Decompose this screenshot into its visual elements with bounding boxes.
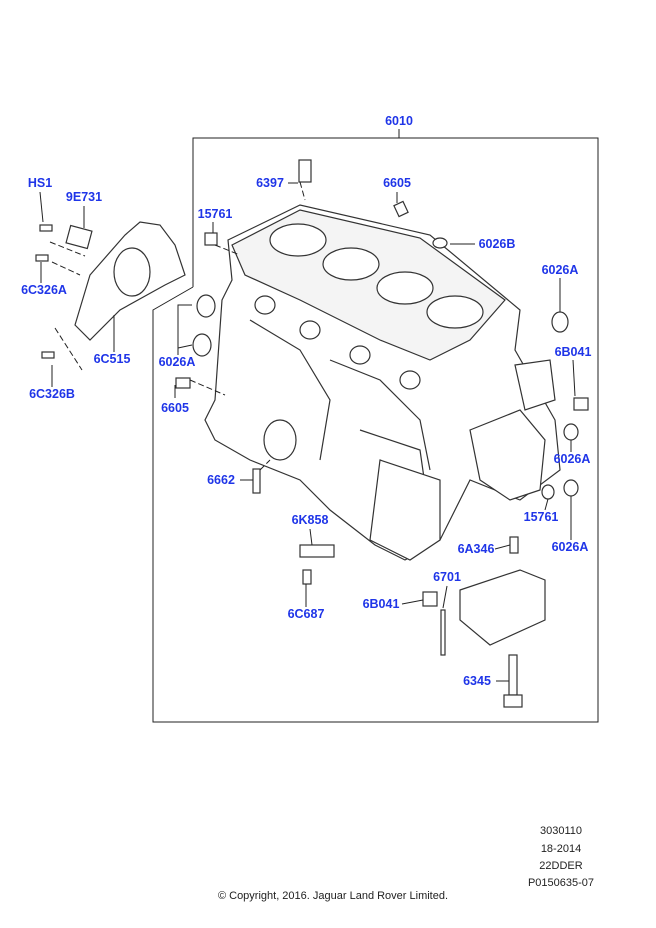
callout-6662: 6662 [207, 473, 235, 487]
callout-6k858: 6K858 [291, 513, 329, 527]
callout-6026a: 6026A [158, 355, 196, 369]
callout-6026a: 6026A [551, 540, 589, 554]
callout-6397: 6397 [256, 176, 284, 190]
callout-6b041: 6B041 [362, 597, 400, 611]
cylinder-block-illustration [204, 204, 561, 561]
callout-6701: 6701 [433, 570, 461, 584]
callout-6b041: 6B041 [554, 345, 592, 359]
copyright-notice: © Copyright, 2016. Jaguar Land Rover Lim… [217, 890, 449, 902]
callout-15761: 15761 [197, 207, 233, 221]
callout-9e731: 9E731 [65, 190, 103, 204]
leader-lines [39, 181, 576, 682]
date-code: 18-2014 [540, 843, 582, 855]
callout-6a346: 6A346 [457, 542, 495, 556]
assembly-frame [152, 137, 599, 723]
callout-6026a: 6026A [541, 263, 579, 277]
callout-6c326a: 6C326A [21, 283, 67, 297]
rear-seal-housing-illustration [35, 221, 186, 359]
callout-15761: 15761 [523, 510, 559, 524]
callout-6026b: 6026B [478, 237, 516, 251]
illustration-code: 3030110 [539, 825, 583, 837]
callout-6c326b: 6C326B [29, 387, 75, 401]
part-reference: P0150635-07 [527, 877, 595, 889]
callout-6345: 6345 [463, 674, 491, 688]
callout-6c515: 6C515 [93, 352, 131, 366]
callout-hs1: HS1 [27, 176, 53, 190]
small-parts [175, 159, 589, 708]
callout-6026a: 6026A [553, 452, 591, 466]
callout-6605: 6605 [383, 176, 411, 190]
callout-6605: 6605 [161, 401, 189, 415]
callout-6c687: 6C687 [287, 607, 325, 621]
callout-frame-label: 6010 [385, 114, 413, 128]
model-code: 22DDER [539, 860, 583, 872]
